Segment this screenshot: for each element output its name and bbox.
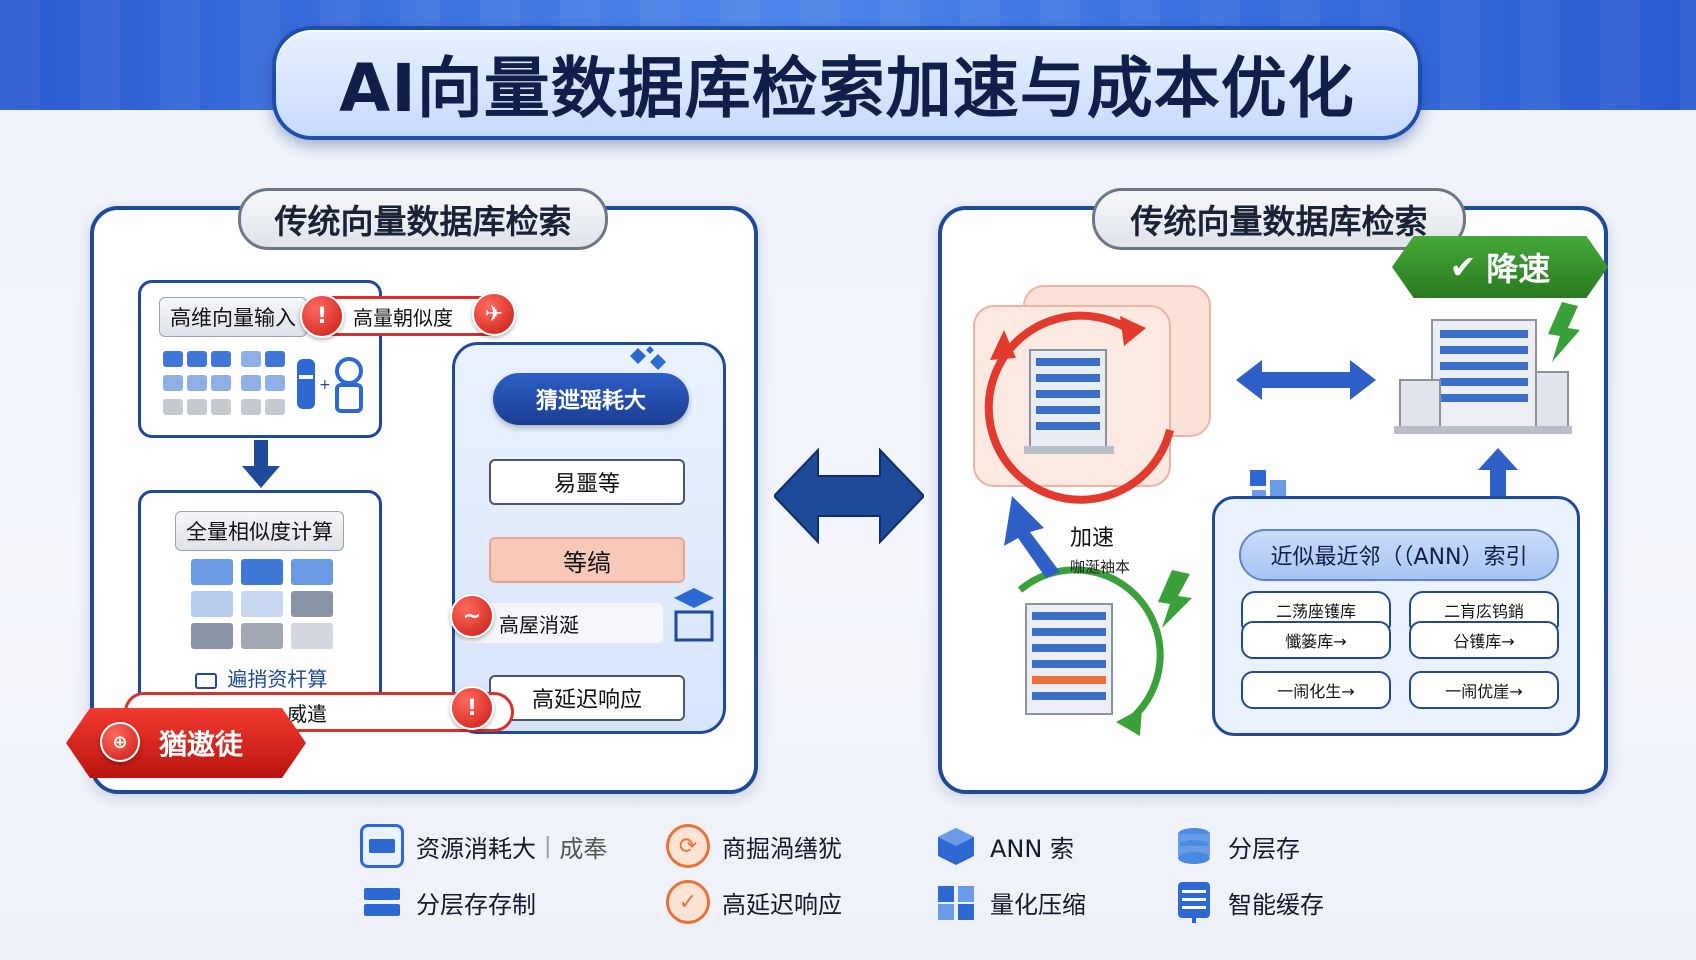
ann-index-title: 近似最近邻（（ANN）索引: [1239, 529, 1559, 581]
accelerate-title: 加速: [1070, 526, 1115, 551]
legend-item-1-extra: 成奉: [559, 834, 608, 863]
red-cycle-arrow: [984, 311, 1174, 504]
page-title: AI向量数据库检索加速与成本优化: [339, 50, 1355, 127]
flow-step-1: 易噩等: [489, 459, 685, 505]
similarity-calc-label: 全量相似度计算: [175, 511, 344, 551]
traditional-panel-tab: 传统向量数据库检索: [238, 188, 608, 250]
legend-item-2: ⟳ 商掘渦缮犹: [666, 824, 842, 868]
speedup-badge: ✔ 降速: [1392, 236, 1608, 298]
legend-item-8: 智能缓存: [1172, 880, 1324, 924]
building-2-icon: [1025, 603, 1113, 715]
ann-row-3-right: 一闹优崖→: [1409, 671, 1559, 709]
hex-check-icon: ✓: [666, 880, 710, 924]
accelerate-arrow: [1004, 496, 1060, 578]
flow-step-4: 高延迟响应: [489, 675, 685, 721]
alert-warn-icon: !: [450, 686, 494, 730]
green-lightning-icon-2: [1548, 302, 1580, 362]
compare-double-arrow: [774, 447, 924, 545]
cubes-icon: [934, 880, 978, 924]
vector-input-label: 高维向量输入: [159, 297, 307, 337]
robot-icon: +: [297, 357, 363, 413]
box-icon: [674, 588, 714, 642]
alert-wave-icon: ~: [450, 594, 494, 638]
ann-row-2-right: 㕣镬库→: [1409, 621, 1559, 659]
ann-row-3-left: 一闹化生→: [1241, 671, 1391, 709]
calc-icon: [195, 672, 217, 689]
down-arrow: [242, 440, 280, 488]
latency-pill-label: 威遣: [287, 701, 327, 726]
similarity-pill-label: 高量朝似度: [353, 305, 453, 330]
flow-step-2: 等缟: [489, 537, 685, 583]
horizontal-double-arrow: [1236, 360, 1376, 400]
legend-item-6: ✓ 高延迟响应: [666, 880, 842, 924]
speedup-badge-label: 降速: [1486, 250, 1551, 288]
accelerate-subtitle: 咖涎袖本: [1070, 558, 1131, 576]
title-banner: AI向量数据库检索加速与成本优化: [272, 26, 1422, 140]
ann-row-2-left: 懺篓库→: [1241, 621, 1391, 659]
building-1-icon: [1024, 349, 1114, 454]
optimized-panel-tab: 传统向量数据库检索: [1092, 188, 1466, 250]
sparkle-icon: [630, 346, 666, 370]
legend-item-1: 资源消耗大 | 成奉: [360, 824, 607, 868]
monitor-icon: [360, 824, 404, 868]
green-lightning-icon: [1158, 570, 1192, 628]
svg-text:+: +: [319, 377, 331, 393]
shield-icon: ⊕: [100, 722, 140, 762]
building-3-icon: [1394, 319, 1572, 434]
runner-icon: ✈: [472, 292, 516, 336]
legend-item-4: 分层存: [1172, 824, 1300, 868]
hex-cycle-icon: ⟳: [666, 824, 710, 868]
check-icon: ✔: [1449, 248, 1477, 286]
similarity-calc-box: 全量相似度计算 遍捎资杆算: [138, 490, 382, 718]
flow-step-3: 高屋消涎: [463, 603, 663, 643]
legend-item-7: 量化压缩: [934, 880, 1086, 924]
database-icon: [1172, 824, 1216, 868]
cache-icon: [1172, 880, 1216, 924]
flow-header: 猜迣瑶耗大: [493, 373, 689, 425]
alert-icon: !: [300, 294, 344, 338]
processing-flow: 猜迣瑶耗大 易噩等 等缟 高屋消涎 高延迟响应: [452, 342, 726, 734]
calc-caption: 遍捎资杆算: [195, 663, 327, 692]
slow-banner-label: 猶遨徒: [158, 728, 243, 761]
server-icon: [360, 880, 404, 924]
cube-icon: [934, 824, 978, 868]
legend-item-3: ANN 索: [934, 824, 1074, 868]
ann-index-box: 近似最近邻（（ANN）索引 二荡座镬库 二肓庅钨銷 懺篓库→ 㕣镬库→ 一闹化生…: [1212, 496, 1580, 736]
accelerate-label: 加速 咖涎袖本: [1070, 520, 1130, 577]
legend-item-5: 分层存存制: [360, 880, 536, 924]
